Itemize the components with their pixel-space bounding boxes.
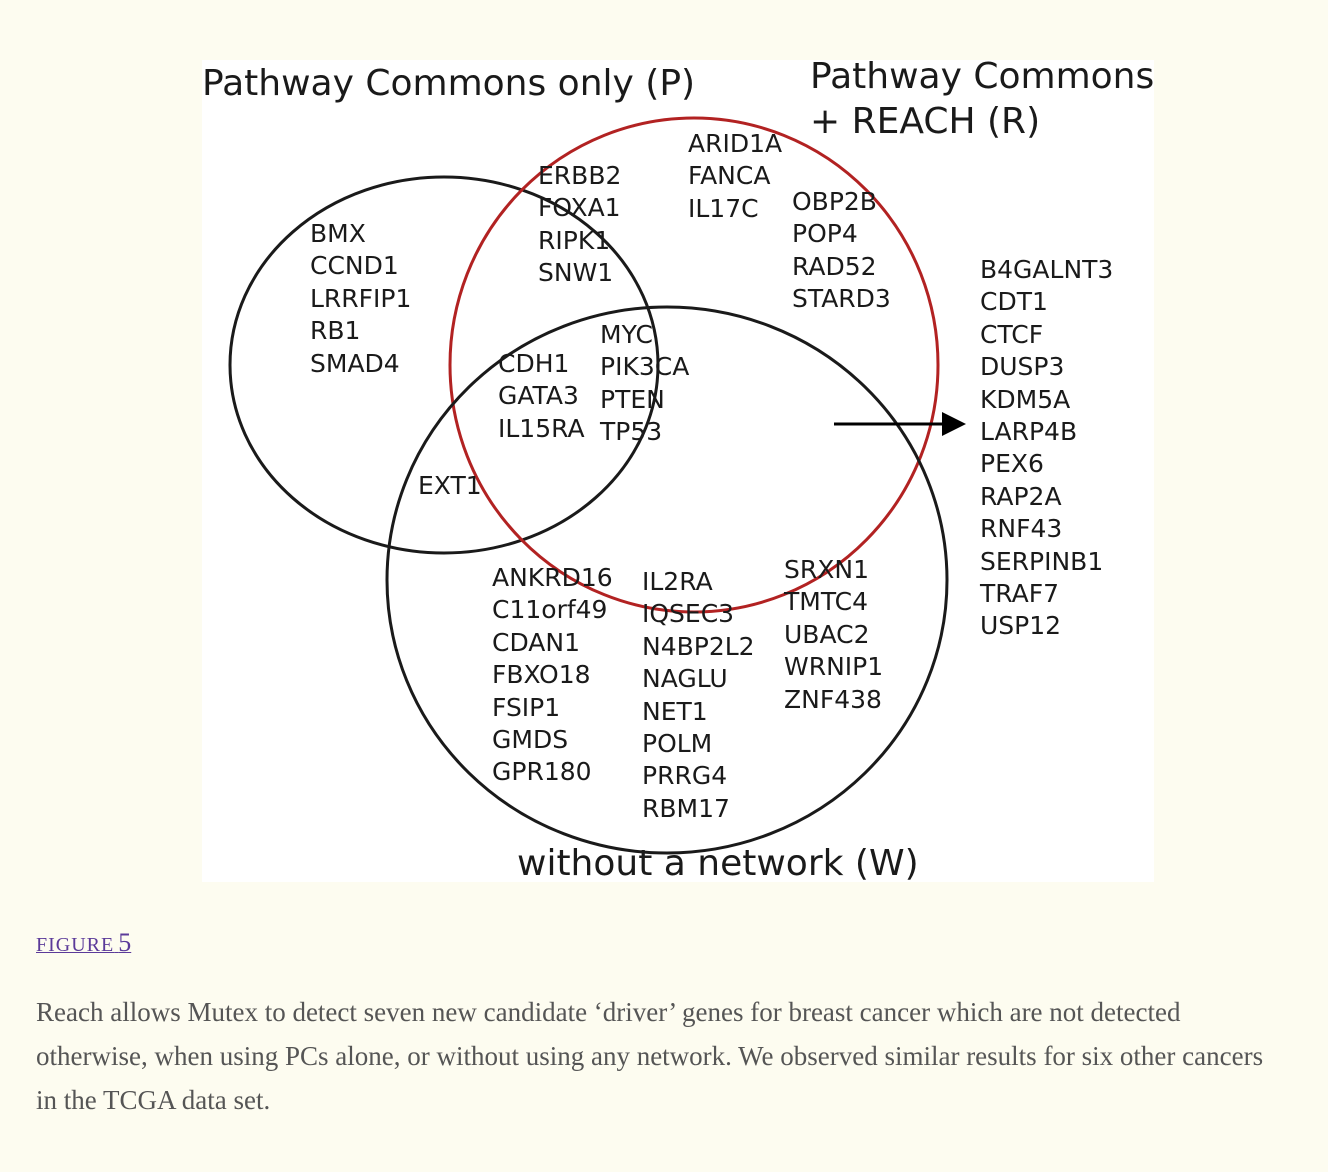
gene-label: NET1 [642,696,708,726]
region-w-only-b: IL2RA IQSEC3 N4BP2L2 NAGLU NET1 POLM PRR… [642,566,755,825]
gene-label: RBM17 [642,793,730,823]
region-p-only: BMX CCND1 LRRFIP1 RB1 SMAD4 [310,218,411,380]
gene-label: ARID1A [688,129,783,158]
region-r-only-a: ARID1A FANCA IL17C [688,128,782,225]
set-p-title: Pathway Commons only (P) [202,63,696,104]
gene-label: KDM5A [980,384,1071,414]
gene-label: CCND1 [310,251,399,281]
gene-label: WRNIP1 [784,652,884,682]
gene-label: B4GALNT3 [980,255,1114,284]
region-p-r-w-a: CDH1 GATA3 IL15RA [498,348,585,445]
region-w-only-a: ANKRD16 C11orf49 CDAN1 FBXO18 FSIP1 GMDS… [492,562,613,789]
set-r-title-line2: + REACH (R) [810,101,1041,142]
gene-label: SERPINB1 [980,546,1104,576]
gene-label: USP12 [980,611,1062,641]
gene-label: MYC [600,320,653,349]
gene-label: GPR180 [492,757,592,787]
gene-label: PRRG4 [642,761,728,791]
gene-label: CDAN1 [492,627,580,657]
gene-label: NAGLU [642,664,728,694]
set-p-circle [228,175,660,555]
gene-label: FANCA [688,161,771,191]
gene-label: GMDS [492,724,569,754]
gene-label: IQSEC3 [642,599,735,629]
figure-caption: Reach allows Mutex to detect seven new c… [36,997,1264,1115]
gene-label: FBXO18 [492,660,591,690]
set-r-title-line1: Pathway Commons [810,56,1155,97]
region-r-w-new: B4GALNT3 CDT1 CTCF DUSP3 KDM5A LARP4B PE… [980,254,1113,643]
gene-label: C11orf49 [492,595,608,625]
figure-link[interactable]: FIGURE 5 [36,928,131,958]
gene-label: POP4 [792,219,858,249]
region-w-only-c: SRXN1 TMTC4 UBAC2 WRNIP1 ZNF438 [784,554,883,716]
gene-label: PTEN [600,384,665,414]
set-w-title: without a network (W) [517,843,919,884]
region-p-r: ERBB2 FOXA1 RIPK1 SNW1 [538,160,621,290]
arrow-head [942,412,966,436]
gene-label: GATA3 [498,381,579,411]
gene-label: TRAF7 [980,578,1060,608]
gene-label: CDH1 [498,349,570,378]
gene-label: OBP2B [792,187,877,216]
gene-label: UBAC2 [784,619,870,649]
gene-label: CDT1 [980,287,1048,317]
gene-label: FSIP1 [492,692,561,722]
gene-label: RAP2A [980,481,1062,511]
set-w-circle [385,305,949,855]
region-p-r-w-b: MYC PIK3CA PTEN TP53 [600,319,689,449]
gene-label: RIPK1 [538,225,611,255]
venn-diagram [228,116,966,855]
gene-label: PEX6 [980,449,1044,479]
gene-label: PIK3CA [600,352,690,382]
gene-label: ZNF438 [784,684,882,714]
gene-label: IL2RA [642,567,713,596]
gene-label: SNW1 [538,258,614,288]
gene-label: ERBB2 [538,161,622,190]
gene-label: CTCF [980,319,1044,349]
gene-label: TP53 [600,417,663,447]
region-r-only-b: OBP2B POP4 RAD52 STARD3 [792,186,891,316]
gene-label: SRXN1 [784,555,869,584]
gene-label: LRRFIP1 [310,283,412,313]
gene-label: SMAD4 [310,348,400,378]
gene-label: EXT1 [418,471,482,500]
venn-figure: Pathway Commons only (P) Pathway Commons… [202,56,1154,884]
gene-label: TMTC4 [784,587,869,617]
gene-label: N4BP2L2 [642,631,755,661]
figure-label: FIGURE [36,934,115,956]
set-r-circle [448,116,940,614]
gene-label: FOXA1 [538,193,621,223]
gene-label: BMX [310,219,366,248]
gene-label: RB1 [310,316,361,346]
gene-label: STARD3 [792,284,891,314]
gene-label: RAD52 [792,251,877,281]
gene-label: IL17C [688,193,759,223]
gene-label: RNF43 [980,514,1063,544]
figure-number: 5 [118,928,132,957]
region-p-w: EXT1 [418,470,482,502]
gene-label: IL15RA [498,413,585,443]
gene-label: POLM [642,728,713,758]
gene-label: DUSP3 [980,352,1065,382]
gene-label: ANKRD16 [492,563,613,592]
gene-label: LARP4B [980,416,1078,446]
